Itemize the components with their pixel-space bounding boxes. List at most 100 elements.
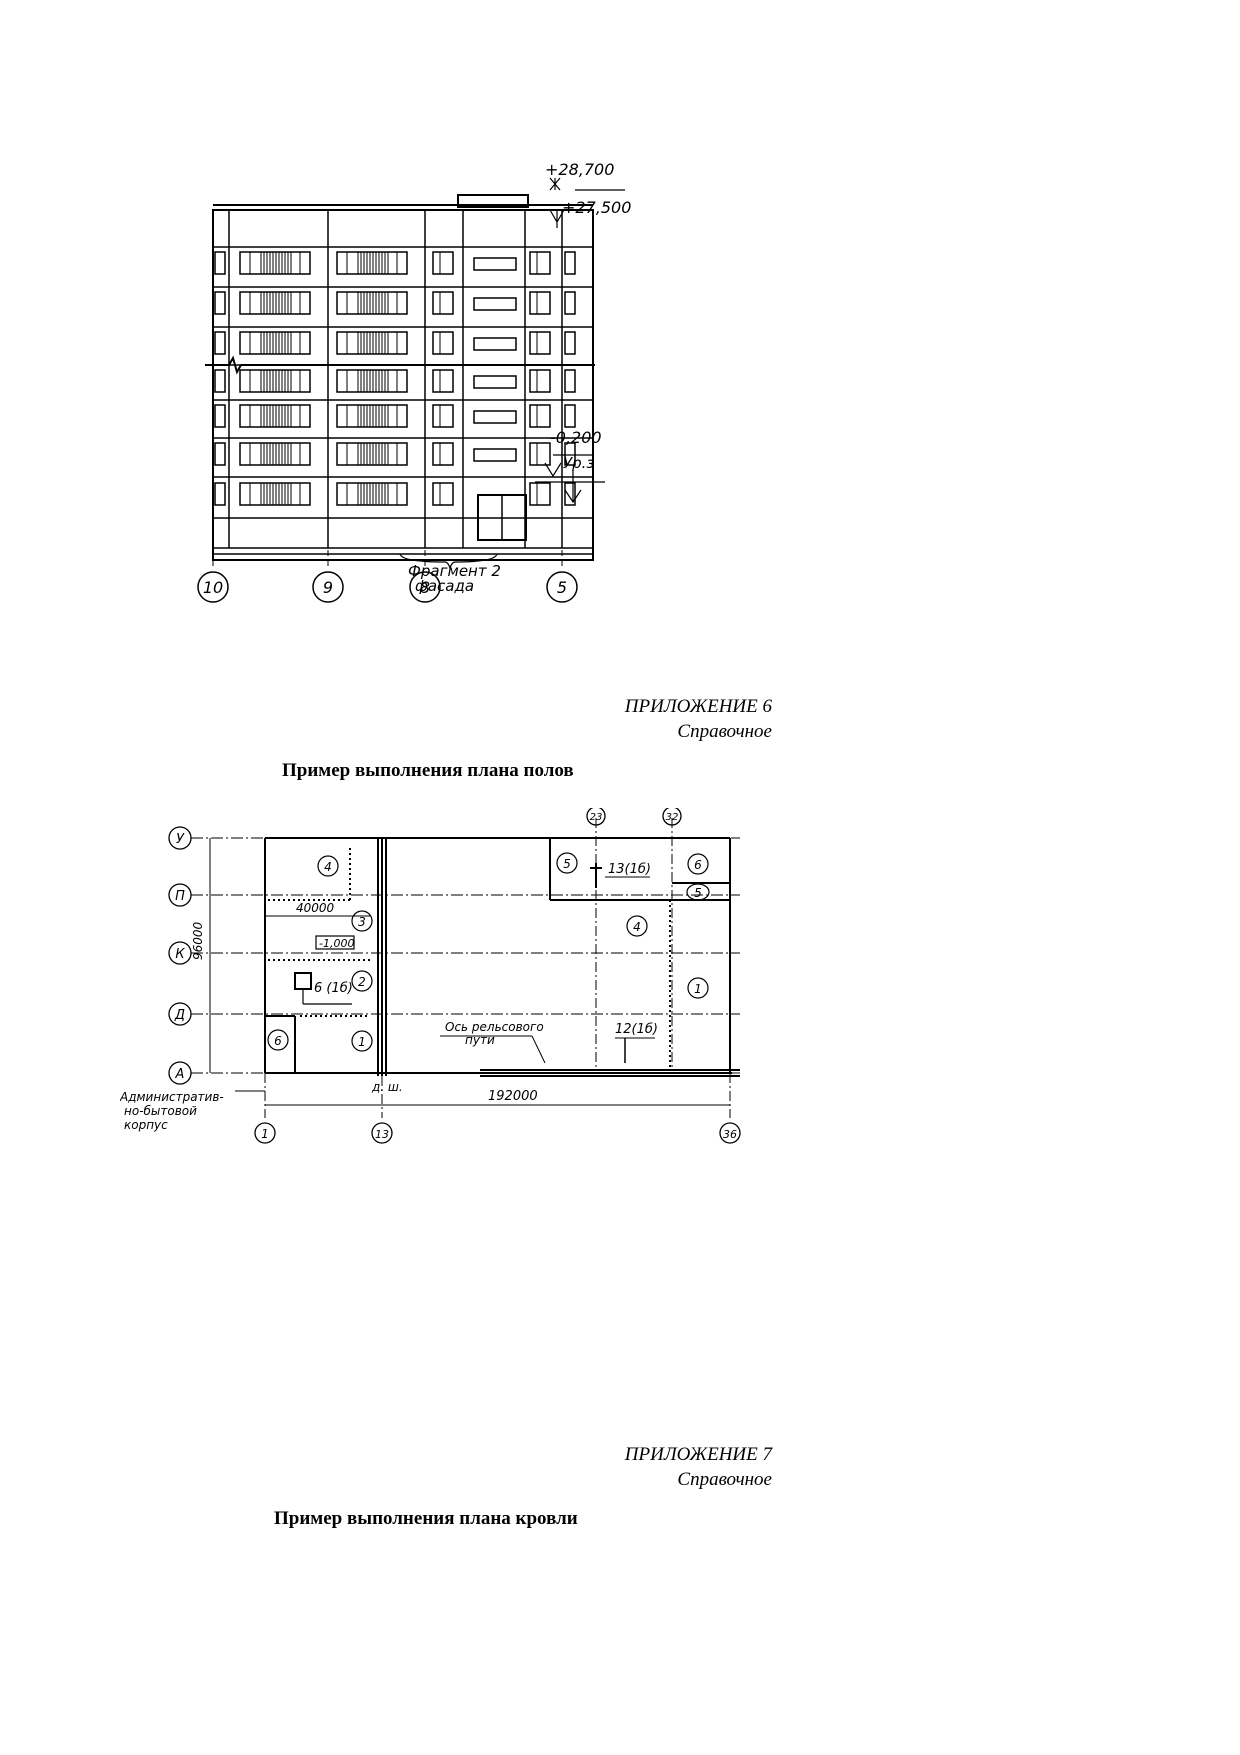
zone-number: 4 <box>324 860 332 874</box>
column-axis: 1 <box>254 1122 276 1144</box>
facade-window <box>336 291 408 315</box>
level-mark: Ур.з <box>563 454 594 472</box>
facade-window <box>336 331 408 355</box>
facade-window <box>473 448 517 462</box>
axis-label-5: 5 <box>557 578 567 597</box>
facade-window <box>214 482 226 506</box>
facade-vertical-lines <box>228 210 563 548</box>
column-axis-label: 23 <box>590 812 603 823</box>
facade-window <box>432 291 454 315</box>
facade-window <box>473 337 517 351</box>
fragment-label-2: фасада <box>415 577 474 595</box>
zone-number: 6 <box>694 858 702 872</box>
note-13-1b: 13(1б) <box>608 862 651 877</box>
row-axis-label: У <box>176 832 185 847</box>
zone-marker: 3 <box>351 910 373 932</box>
row-axis-label: Д <box>174 1008 185 1023</box>
zone-markers: 4 3 2 1 6 5 4 1 6 5 <box>267 852 710 1052</box>
facade-window <box>564 482 576 506</box>
facade-window <box>214 369 226 393</box>
facade-window <box>432 331 454 355</box>
facade-axes: 10 9 8 5 <box>197 510 578 603</box>
facade-window <box>336 482 408 506</box>
zone-number: 2 <box>358 975 366 989</box>
elevation-ground: -0,200 <box>550 428 602 447</box>
facade-window <box>214 331 226 355</box>
zone-marker: 4 <box>317 855 339 877</box>
facade-window <box>214 251 226 275</box>
facade-window <box>529 331 551 355</box>
appendix-7-heading: ПРИЛОЖЕНИЕ 7 Справочное <box>472 1442 772 1492</box>
facade-window <box>336 404 408 428</box>
fragment-label-1: Фрагмент 2 <box>408 562 501 580</box>
zone-marker: 1 <box>687 977 709 999</box>
zone-number: 1 <box>358 1035 366 1049</box>
facade-window <box>564 442 576 466</box>
zone-number: 6 <box>274 1034 282 1048</box>
facade-window <box>239 404 311 428</box>
facade-window <box>564 331 576 355</box>
facade-window <box>432 482 454 506</box>
rail-note-1: Ось рельсового <box>445 1020 544 1034</box>
row-axis-label: К <box>175 947 185 962</box>
floor-plan-walls <box>264 837 740 1077</box>
zone-number: 5 <box>563 857 571 871</box>
note-12-1b: 12(1б) <box>615 1022 658 1037</box>
facade-window <box>239 369 311 393</box>
appendix-6-title: Пример выполнения плана полов <box>282 760 574 781</box>
appendix-6-label: ПРИЛОЖЕНИЕ 6 <box>624 696 772 717</box>
column-axis: 23 <box>586 808 606 826</box>
note-6-1b: 6 (1б) <box>314 981 353 996</box>
axis-marker: 9 <box>312 510 344 603</box>
facade-drawing: +28,700 +27,500 -0,200 Ур.з Фрагмент 2 ф… <box>197 160 631 603</box>
floor-plan-drawing: У П К Д А 96000 <box>120 808 741 1144</box>
axis-label-8: 8 <box>420 578 430 597</box>
row-axis-label: П <box>175 889 185 904</box>
dim-192000: 192000 <box>488 1089 538 1104</box>
facade-window <box>473 297 517 311</box>
facade-window <box>564 369 576 393</box>
appendix-7-label: ПРИЛОЖЕНИЕ 7 <box>624 1444 772 1465</box>
facade-window <box>214 291 226 315</box>
column-axis-lines <box>264 818 731 1118</box>
appendix-7-title: Пример выполнения плана кровли <box>274 1508 578 1529</box>
ds-label: д. ш. <box>371 1080 403 1094</box>
facade-outline <box>212 209 594 561</box>
facade-window <box>239 442 311 466</box>
zone-marker: 1 <box>351 1030 373 1052</box>
row-axes: У П К Д А <box>168 826 740 1085</box>
column-axis: 13 <box>371 1122 393 1144</box>
column-axis: 36 <box>719 1122 741 1144</box>
zone-marker: 2 <box>351 970 373 992</box>
elevation-top: +28,700 <box>545 160 614 179</box>
admin-note-3: корпус <box>124 1118 168 1132</box>
facade-window <box>529 291 551 315</box>
level-mark-plan: -1,000 <box>319 937 354 950</box>
zone-marker: 6 <box>687 853 709 875</box>
elevation-marks: +28,700 +27,500 -0,200 Ур.з <box>535 160 631 504</box>
facade-window <box>432 369 454 393</box>
zone-number: 3 <box>358 915 366 929</box>
column-axis-label: 32 <box>666 812 679 823</box>
facade-window <box>564 291 576 315</box>
column-axis-label: 13 <box>375 1128 389 1141</box>
row-axis: Д <box>168 1002 740 1026</box>
facade-window <box>529 404 551 428</box>
dim-96000: 96000 <box>191 921 205 960</box>
facade-window <box>336 442 408 466</box>
facade-window <box>473 257 517 271</box>
zone-marker: 5 <box>686 883 710 901</box>
column-axis-label: 36 <box>723 1128 737 1141</box>
rail-note-2: пути <box>465 1033 495 1047</box>
appendix-6-sublabel: Справочное <box>677 721 772 742</box>
facade-window <box>239 331 311 355</box>
facade-window <box>336 369 408 393</box>
axis-label-10: 10 <box>203 578 223 597</box>
elevation-roof: +27,500 <box>562 198 631 217</box>
admin-note-2: но-бытовой <box>124 1104 197 1118</box>
zone-marker: 6 <box>267 1029 289 1051</box>
admin-note-1: Административ- <box>120 1090 224 1104</box>
zone-number: 4 <box>633 920 641 934</box>
facade-window <box>239 291 311 315</box>
facade-window <box>473 375 517 389</box>
